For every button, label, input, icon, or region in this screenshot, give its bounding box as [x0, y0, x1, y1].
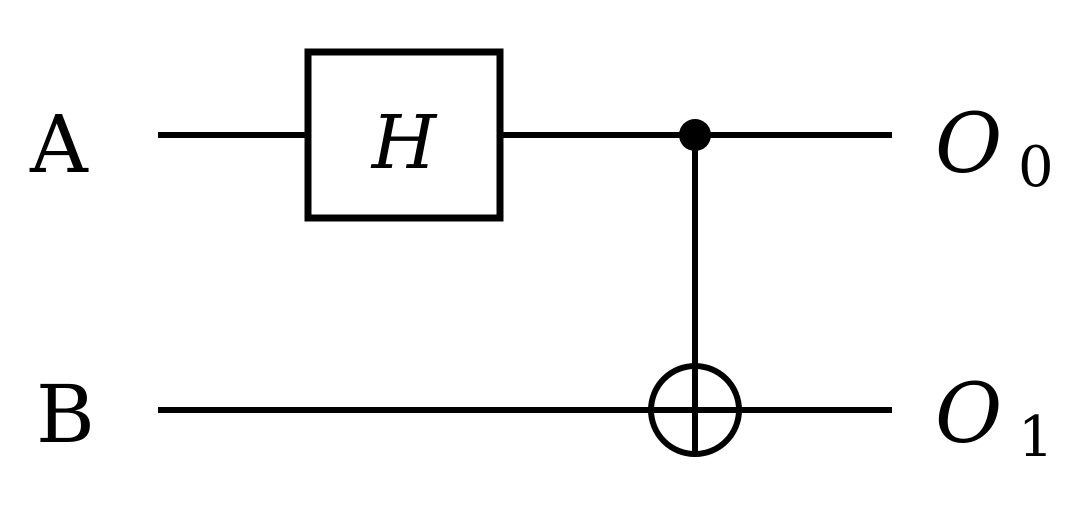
output-label-o1-letter: O — [935, 367, 1002, 462]
hadamard-gate-label: H — [370, 100, 438, 186]
hadamard-gate-box — [304, 48, 504, 222]
output-label-o0: O 0 — [935, 97, 1054, 200]
cnot-gate — [648, 119, 742, 457]
hadamard-gate: H — [304, 48, 504, 222]
input-label-b: B — [36, 368, 95, 461]
input-label-a: A — [29, 98, 89, 191]
output-label-o1-subscript: 1 — [1018, 405, 1054, 470]
cnot-target-circle — [648, 363, 742, 457]
output-label-o0-letter: O — [935, 97, 1002, 192]
output-label-o0-subscript: 0 — [1018, 135, 1054, 200]
cnot-control-dot — [679, 119, 711, 151]
output-label-o1: O 1 — [935, 367, 1054, 470]
